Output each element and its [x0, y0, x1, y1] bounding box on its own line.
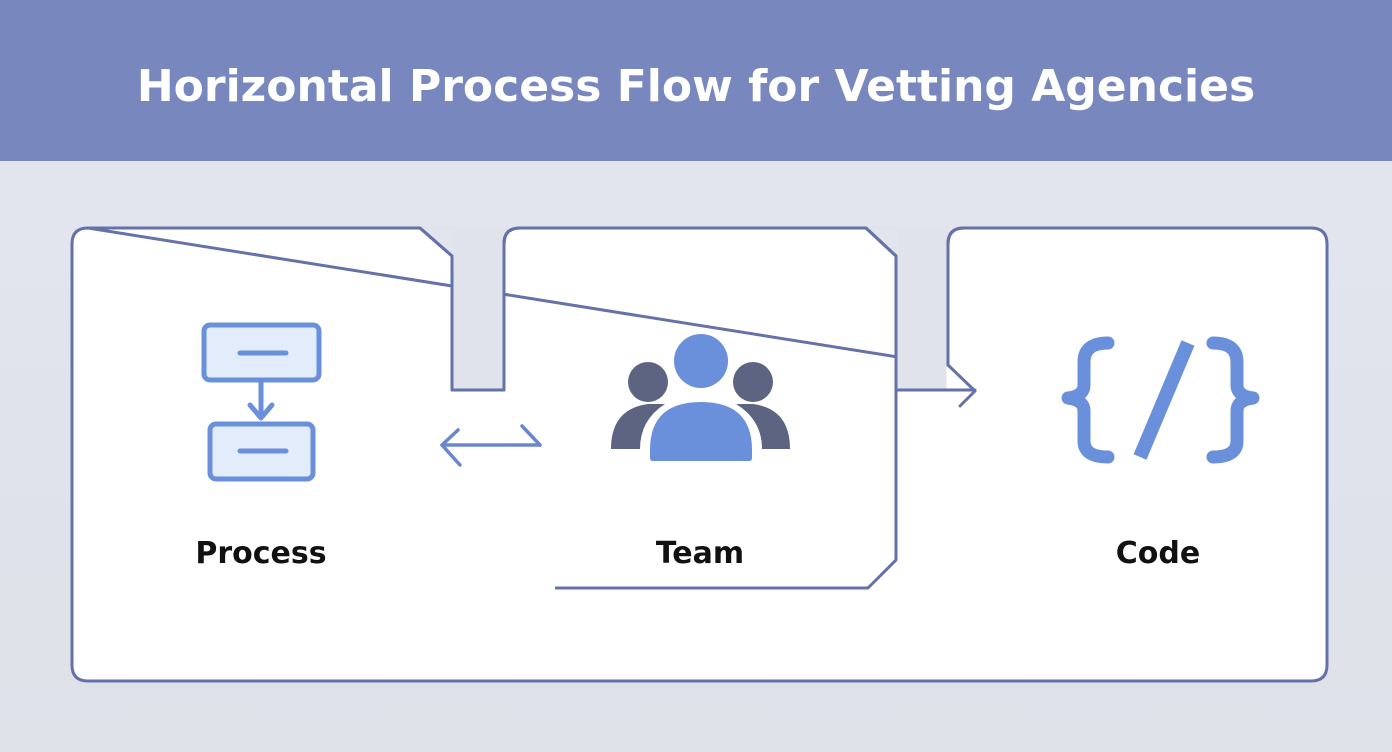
page-title: Horizontal Process Flow for Vetting Agen… — [136, 61, 1256, 112]
notch-left-top — [421, 226, 506, 230]
notch-right-outline — [864, 226, 965, 390]
right-arrow-icon — [894, 363, 977, 408]
notch-left-outline — [419, 226, 521, 392]
notch-right-top — [867, 226, 950, 230]
bidirectional-arrow-icon — [440, 424, 542, 467]
notch-right — [897, 229, 947, 389]
step-label-process: Process — [195, 536, 327, 571]
team-icon — [611, 331, 790, 462]
header-banner: Horizontal Process Flow for Vetting Agen… — [0, 0, 1392, 161]
step-label-code: Code — [1115, 536, 1201, 571]
code-icon — [1061, 336, 1260, 464]
team-panel-outline — [555, 390, 898, 590]
notch-left — [453, 229, 503, 389]
flowchart-icon — [201, 322, 322, 482]
step-label-team: Team — [655, 536, 745, 571]
